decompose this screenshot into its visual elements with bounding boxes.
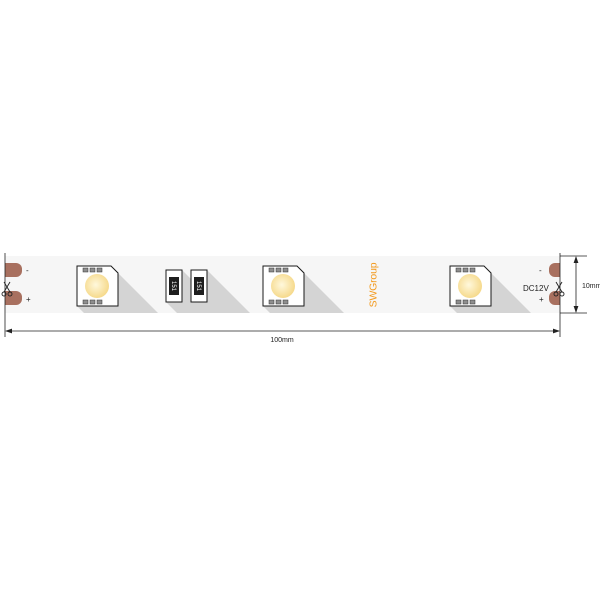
- led-pin: [96, 299, 103, 305]
- solder-pad-minus-left: [5, 263, 22, 277]
- right-minus-label: -: [539, 266, 542, 275]
- right-solder-pads: [549, 263, 560, 305]
- led-phosphor: [458, 274, 482, 298]
- right-plus-label: +: [539, 295, 544, 304]
- resistor-body: [169, 277, 179, 295]
- led-pin: [275, 267, 282, 273]
- led-pin: [89, 267, 96, 273]
- led-pin: [469, 299, 476, 305]
- led-pin: [455, 267, 462, 273]
- led-pin: [268, 267, 275, 273]
- led-pin: [469, 267, 476, 273]
- length-label: 100mm: [270, 337, 294, 344]
- left-plus-label: +: [26, 295, 31, 304]
- led-pin: [82, 267, 89, 273]
- resistor-body: [194, 277, 204, 295]
- length-dimension: 100mm: [5, 328, 560, 344]
- led-pin: [268, 299, 275, 305]
- led-pin: [462, 267, 469, 273]
- width-dimension: 10mm: [560, 255, 600, 314]
- led-shadow: [450, 273, 531, 313]
- resistor-marking: 151: [170, 281, 176, 292]
- width-label: 10mm: [582, 283, 600, 290]
- led-pin: [462, 299, 469, 305]
- solder-pad-plus-right: [549, 291, 560, 305]
- arrow-down-icon: [573, 306, 579, 313]
- arrow-up-icon: [573, 256, 579, 263]
- led-chip-2: [262, 265, 344, 313]
- led-pin: [275, 299, 282, 305]
- voltage-label: DC12V: [523, 284, 549, 293]
- led-shadow: [77, 273, 158, 313]
- arrow-left-icon: [5, 328, 12, 334]
- led-phosphor: [85, 274, 109, 298]
- left-solder-pads: [5, 263, 22, 305]
- led-pin: [455, 299, 462, 305]
- led-pin: [282, 299, 289, 305]
- brand-logo-text: SWGroup: [368, 262, 380, 307]
- led-pin: [96, 267, 103, 273]
- arrow-right-icon: [553, 328, 560, 334]
- led-chip-1: [76, 265, 158, 313]
- led-shadow: [263, 273, 344, 313]
- resistor-marking: 151: [195, 281, 201, 292]
- led-pin: [82, 299, 89, 305]
- led-pin: [89, 299, 96, 305]
- solder-pad-plus-left: [5, 291, 22, 305]
- led-phosphor: [271, 274, 295, 298]
- solder-pad-minus-right: [549, 263, 560, 277]
- resistor-2: 151: [190, 269, 250, 313]
- led-chip-3: [449, 265, 531, 313]
- led-pin: [282, 267, 289, 273]
- left-minus-label: -: [26, 266, 29, 275]
